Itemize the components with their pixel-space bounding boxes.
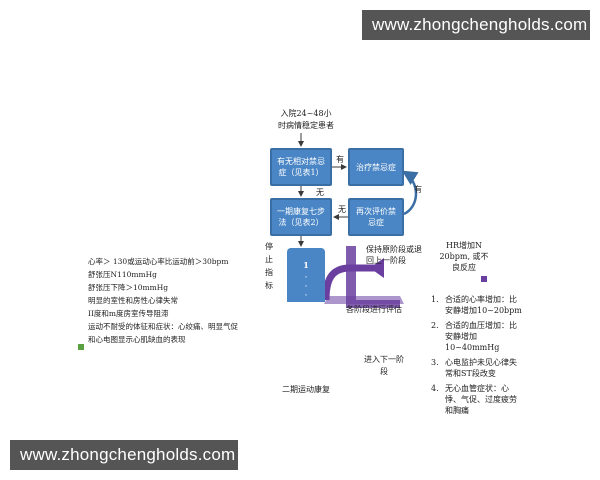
stage-evaluate-label: 各阶段进行评估 — [346, 305, 402, 314]
arrow-box4-loop-box2 — [401, 170, 419, 216]
stage-number: 1 — [303, 260, 309, 270]
watermark-bottom: www.zhongchengholds.com — [10, 440, 238, 470]
list-item: 4. 无心血管症状：心悸、气促、过度疲劳 和胸痛 — [431, 383, 523, 416]
list-item: 运动不耐受的体征和症状：心绞痛、明显气促 — [88, 322, 238, 331]
edge-label-no: 无 — [338, 205, 346, 214]
item-number: 2. — [431, 321, 439, 330]
criteria-heading: HR增加N 20bpm, 或不良反应 — [439, 241, 489, 272]
list-item: II度和m度房室传导阻滞 — [88, 309, 169, 318]
list-item: 3. 心电监护未见心律失常和ST段改变 — [431, 357, 523, 379]
advance-criteria-list: 1. 合适的心率增加：比安静增加10~20bpm 2. 合适的血压增加：比安静增加1… — [431, 294, 523, 420]
flow-box-label: 有无相对禁忌症（见表1） — [277, 157, 325, 177]
item-number: 3. — [431, 358, 439, 367]
list-item: 舒张压N110mmHg — [88, 270, 157, 279]
purple-arrow-head — [370, 258, 384, 278]
edge-label-no: 无 — [316, 188, 324, 197]
item-text: 合适的心率增加：比安静增加10~20bpm — [445, 295, 522, 315]
edge-label-yes: 有 — [414, 185, 422, 194]
flow-box-label: 一期康复七步法（见表2） — [277, 207, 325, 227]
phase2-label: 二期运动康复 — [282, 385, 330, 394]
stage-dots: · · · — [304, 273, 308, 301]
purple-marker — [481, 276, 487, 282]
flow-box-label: 再次评价禁忌症 — [356, 207, 396, 227]
item-number: 4. — [431, 384, 439, 393]
purple-base-shape — [324, 296, 404, 304]
flow-box-seven-step-rehab: 一期康复七步法（见表2） — [270, 198, 332, 236]
stage-pillar: 1 · · · — [287, 248, 325, 302]
keep-or-return-label: 保持原阶段或退回上一阶段 — [366, 245, 422, 265]
flow-box-contraindication-check: 有无相对禁忌症（见表1） — [270, 148, 332, 186]
flow-box-treat-contraindication: 治疗禁忌症 — [348, 148, 404, 186]
list-item: 1. 合适的心率增加：比安静增加10~20bpm — [431, 294, 523, 316]
enter-next-stage-label: 进入下一阶段 — [364, 355, 404, 376]
list-item: 舒张压下降＞10mmHg — [88, 283, 169, 292]
stop-indicator-label: 停止指标 — [265, 242, 273, 290]
flow-box-reevaluate: 再次评价禁忌症 — [348, 198, 404, 236]
list-item: 和心电图显示心肌缺血的表现 — [88, 335, 186, 344]
watermark-top: www.zhongchengholds.com — [362, 10, 590, 40]
list-item: 心率＞ 130或运动心率比运动前＞30bpm — [88, 257, 229, 266]
list-item: 明显的室性和房性心律失常 — [88, 296, 178, 305]
stop-criteria-list: 心率＞ 130或运动心率比运动前＞30bpm 舒张压N110mmHg 舒张压下降… — [78, 255, 238, 346]
flow-start-label: 入院24~48小时病情稳定患者 — [278, 109, 334, 130]
list-item: 2. 合适的血压增加：比安静增加10~40mmHg — [431, 320, 523, 353]
item-text: 合适的血压增加：比安静增加10~40mmHg — [445, 321, 517, 352]
edge-label-yes: 有 — [336, 155, 344, 164]
item-number: 1. — [431, 295, 439, 304]
green-marker — [78, 344, 84, 350]
item-text: 心电监护未见心律失常和ST段改变 — [445, 358, 517, 378]
item-text: 无心血管症状：心悸、气促、过度疲劳 和胸痛 — [445, 384, 517, 415]
flow-box-label: 治疗禁忌症 — [356, 162, 396, 172]
